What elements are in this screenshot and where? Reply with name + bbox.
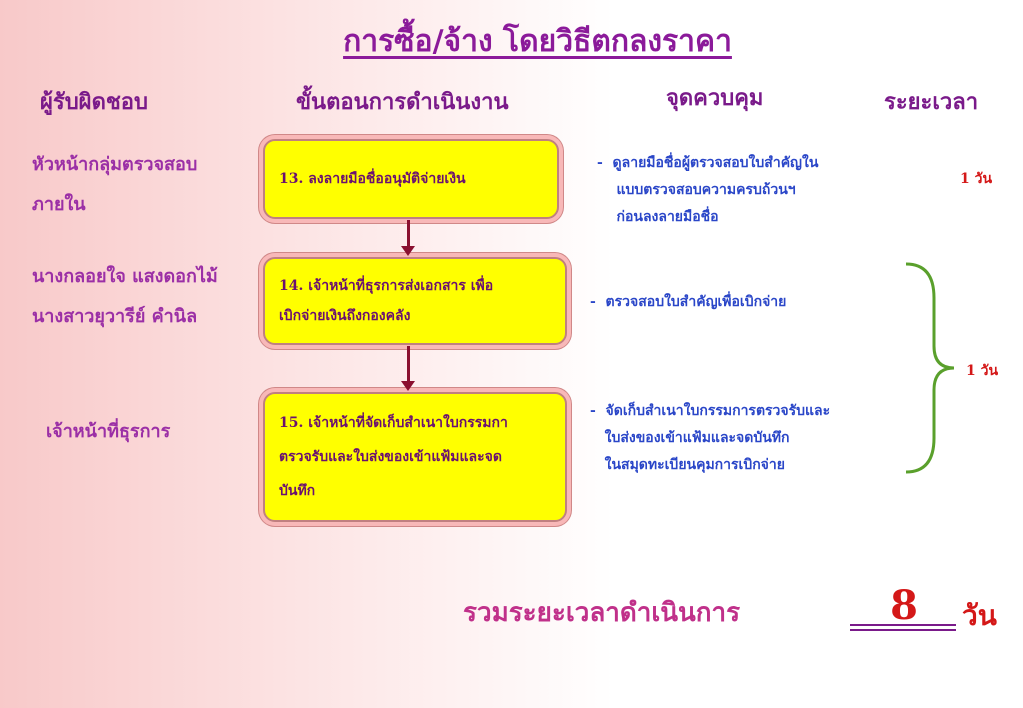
arrow-head-14-to-15: [401, 381, 415, 391]
curly-brace-icon: [905, 262, 955, 474]
responsible-step15: เจ้าหน้าที่ธุรการ: [46, 421, 171, 442]
total-underline-2: [850, 629, 956, 631]
control-step13: - ดูลายมือชื่อผู้ตรวจสอบใบสำคัญใน แบบตรว…: [597, 155, 819, 225]
total-underline-1: [850, 624, 956, 626]
step-text-13: 13. ลงลายมือชื่ออนุมัติจ่ายเงิน: [279, 171, 466, 187]
total-label: รวมระยะเวลาดำเนินการ: [463, 598, 741, 628]
control-step14: - ตรวจสอบใบสำคัญเพื่อเบิกจ่าย: [590, 294, 787, 310]
step-box-14: 14. เจ้าหน้าที่ธุรการส่งเอกสาร เพื่อ เบิ…: [263, 257, 567, 345]
header-duration: ระยะเวลา: [884, 89, 979, 115]
step-box-13: 13. ลงลายมือชื่ออนุมัติจ่ายเงิน: [263, 139, 559, 219]
total-value: 8: [890, 582, 918, 629]
step-box-15: 15. เจ้าหน้าที่จัดเก็บสำเนาใบกรรมกา ตรวจ…: [263, 392, 567, 522]
step-text-14: 14. เจ้าหน้าที่ธุรการส่งเอกสาร เพื่อ เบิ…: [279, 278, 494, 324]
responsible-step13: หัวหน้ากลุ่มตรวจสอบ ภายใน: [32, 154, 198, 215]
duration-steps14-15: 1 วัน: [966, 363, 999, 379]
header-control: จุดควบคุม: [666, 85, 764, 111]
total-unit: วัน: [962, 599, 997, 632]
arrow-14-to-15: [407, 346, 410, 381]
header-steps: ขั้นตอนการดำเนินงาน: [296, 89, 509, 115]
responsible-step14: นางกลอยใจ แสงดอกไม้ นางสาวยุวารีย์ คำนิล: [32, 266, 218, 327]
page-title: การซื้อ/จ้าง โดยวิธีตกลงราคา: [343, 24, 732, 59]
arrow-head-13-to-14: [401, 246, 415, 256]
duration-step13: 1 วัน: [960, 171, 993, 187]
control-step15: - จัดเก็บสำเนาใบกรรมการตรวจรับและ ใบส่งข…: [590, 403, 831, 473]
header-responsible: ผู้รับผิดชอบ: [40, 89, 148, 115]
step-text-15: 15. เจ้าหน้าที่จัดเก็บสำเนาใบกรรมกา ตรวจ…: [279, 415, 508, 499]
arrow-13-to-14: [407, 220, 410, 246]
